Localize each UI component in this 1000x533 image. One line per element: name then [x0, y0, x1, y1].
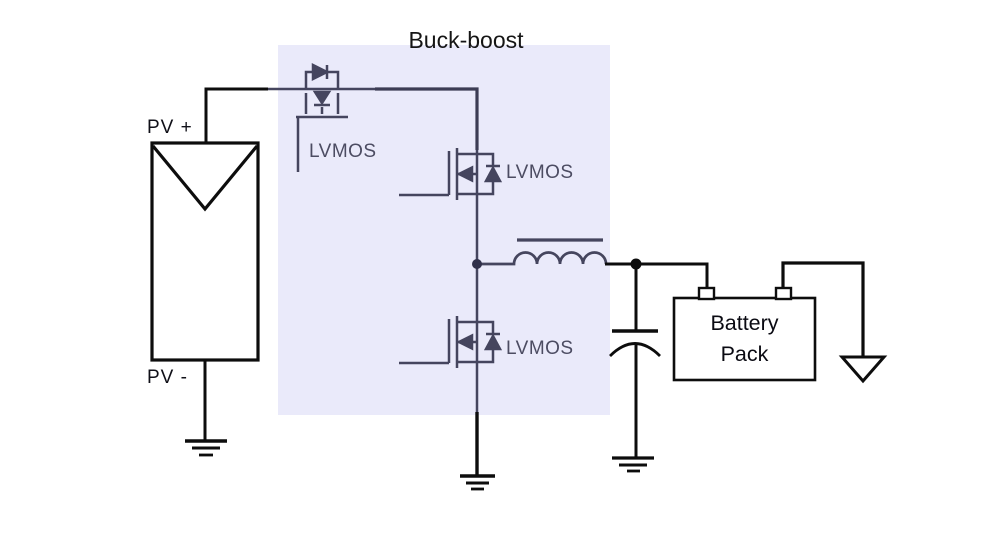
inductor-symbol — [477, 238, 608, 266]
wire-pv-positive — [204, 87, 268, 143]
ground-symbol-pv — [185, 439, 227, 457]
external-wiring — [150, 87, 888, 491]
battery-terminal-left — [697, 286, 716, 301]
body-diode-branch — [477, 152, 495, 196]
switch-node-junction-dot — [472, 259, 482, 269]
low-side-mosfet-label: LVMOS — [506, 338, 574, 359]
battery-pack-box — [672, 296, 817, 382]
high-side-mosfet-label: LVMOS — [506, 162, 574, 183]
body-diode-icon — [483, 165, 503, 183]
output-junction-dot — [630, 258, 642, 270]
channel-ticks — [304, 93, 340, 114]
buck-boost-title: Buck-boost — [408, 27, 524, 53]
input-mosfet-symbol — [296, 62, 348, 172]
earth-arrow-symbol — [838, 355, 888, 384]
input-mosfet-label: LVMOS — [309, 141, 377, 162]
pv-panel-symbol — [150, 141, 260, 362]
inductor-coils — [477, 251, 608, 266]
wire-output-node — [605, 262, 709, 288]
capacitor-symbol — [609, 264, 661, 458]
capacitor-curved-plate — [609, 342, 661, 358]
pv-negative-label: PV - — [147, 367, 188, 388]
ground-symbol-lowside — [460, 474, 495, 491]
diode-right-icon — [311, 62, 330, 82]
wire-battery-return — [781, 261, 865, 356]
pv-positive-label: PV + — [147, 117, 193, 138]
wire-top-corner — [375, 87, 479, 150]
battery-pack-label-line2: Pack — [720, 342, 769, 366]
battery-pack-label-line1: Battery — [710, 311, 779, 335]
buck-boost-region — [278, 45, 610, 415]
source-arrow-icon — [456, 165, 474, 183]
pv-panel-chevron — [151, 144, 259, 212]
buck-boost-wiring — [262, 87, 479, 414]
diode-down-icon — [312, 90, 332, 106]
battery-pack-label: Battery Pack — [674, 298, 815, 380]
high-side-mosfet-symbol — [399, 148, 503, 200]
ground-symbol-capacitor — [612, 456, 654, 473]
